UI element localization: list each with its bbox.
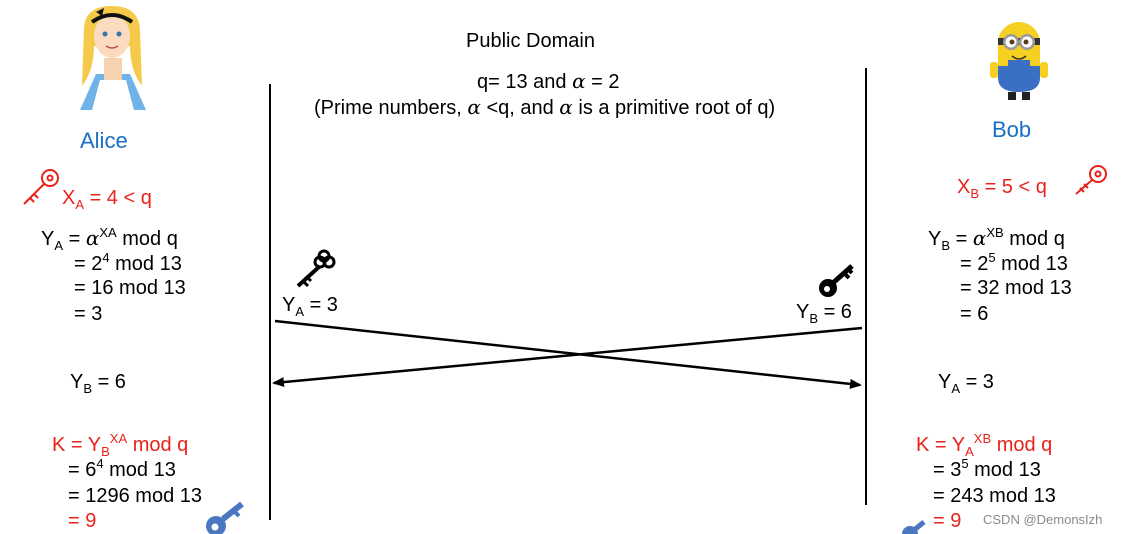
recv-var: Y — [70, 371, 84, 393]
ya-sup: XA — [99, 225, 117, 240]
note-part-2: <q, and — [480, 97, 560, 119]
xb-rest: = 5 < q — [979, 176, 1047, 198]
exchange-ya-label: YA = 3 — [282, 293, 338, 319]
k-sub: A — [965, 444, 974, 459]
xb-sub: B — [970, 186, 980, 201]
bob-label: Bob — [992, 117, 1032, 142]
bob-yb-step2: = 32 mod 13 — [960, 277, 1072, 299]
minion-avatar — [990, 22, 1048, 100]
yb-sub: B — [941, 238, 951, 253]
yb-sup: XB — [986, 225, 1004, 240]
alice-k-result: = 9 — [68, 510, 97, 532]
alpha-symbol: α — [85, 226, 100, 250]
alice-label: Alice — [80, 128, 128, 153]
step-sup: 4 — [96, 456, 104, 471]
bob-received-ya: YA = 3 — [938, 370, 994, 396]
step-sup: 5 — [961, 456, 969, 471]
alice-shared-key-formula: K = YBXA mod q — [52, 431, 189, 459]
watermark: CSDN @DemonsIzh — [983, 512, 1103, 527]
bob-k-step1: = 35 mod 13 — [933, 456, 1041, 482]
alice-ya-step2: = 16 mod 13 — [74, 277, 186, 299]
ya-rest: mod q — [116, 228, 178, 250]
step-pre: = 2 — [74, 253, 103, 275]
bob-public-key-formula: YB = αXB mod q — [928, 225, 1065, 253]
alice-public-key-formula: YA = αXA mod q — [41, 225, 178, 253]
ya-eq: = — [63, 228, 86, 250]
alice-received-yb: YB = 6 — [70, 370, 126, 396]
bob-k-result: = 9 — [933, 510, 962, 532]
ex-sub: A — [295, 304, 305, 319]
ya-var: Y — [41, 228, 55, 250]
xa-sub: A — [75, 197, 85, 212]
arrow-alice-to-bob — [274, 319, 862, 389]
note-part-3: is a primitive root of q) — [572, 97, 776, 119]
blue-key-icon-bob — [902, 520, 926, 534]
recv-rest: = 3 — [960, 371, 994, 393]
alice-k-step1: = 64 mod 13 — [68, 456, 176, 482]
recv-sub: A — [951, 381, 961, 396]
ex-var: Y — [282, 294, 296, 316]
k-rest: mod q — [991, 434, 1053, 456]
step-pre: = 6 — [68, 459, 97, 481]
black-key-icon-alice — [296, 249, 336, 288]
step-sup: 4 — [102, 250, 110, 265]
ex-sub: B — [809, 311, 819, 326]
alice-ya-step3: = 3 — [74, 303, 103, 325]
yb-var: Y — [928, 228, 942, 250]
k-sub: B — [101, 444, 110, 459]
alice-k-step2: = 1296 mod 13 — [68, 485, 202, 507]
bob-private-key: XB = 5 < q — [957, 175, 1047, 201]
step-pre: = 2 — [960, 253, 989, 275]
xb-var: X — [957, 176, 971, 198]
red-key-icon-bob — [1075, 165, 1107, 195]
k-pre: K = Y — [52, 434, 102, 456]
public-note: (Prime numbers, α <q, and α is a primiti… — [314, 95, 775, 120]
step-post: mod 13 — [995, 253, 1068, 275]
step-pre: = 3 — [933, 459, 962, 481]
ya-sub: A — [54, 238, 64, 253]
black-key-icon-bob — [819, 264, 854, 297]
alice-private-key: XA = 4 < q — [62, 186, 152, 212]
ex-var: Y — [796, 301, 810, 323]
alpha-symbol: α — [972, 226, 987, 250]
xa-rest: = 4 < q — [84, 187, 152, 209]
public-domain-title: Public Domain — [466, 30, 595, 52]
recv-sub: B — [83, 381, 93, 396]
step-post: mod 13 — [109, 253, 182, 275]
xa-var: X — [62, 187, 76, 209]
yb-rest: mod q — [1003, 228, 1065, 250]
alpha-value-text: = 2 — [585, 71, 620, 93]
alpha-symbol: α — [467, 95, 481, 119]
note-part-1: (Prime numbers, — [314, 97, 468, 119]
ex-rest: = 3 — [304, 294, 338, 316]
k-pre: K = Y — [916, 434, 966, 456]
step-post: mod 13 — [968, 459, 1041, 481]
k-rest: mod q — [127, 434, 189, 456]
alice-ya-step1: = 24 mod 13 — [74, 250, 182, 276]
arrow-bob-to-alice — [272, 326, 863, 388]
bob-yb-step3: = 6 — [960, 303, 989, 325]
recv-rest: = 6 — [92, 371, 126, 393]
q-value-text: q= 13 and — [477, 71, 573, 93]
exchange-yb-label: YB = 6 — [796, 300, 852, 326]
k-sup: XA — [109, 431, 128, 446]
k-sup: XB — [973, 431, 992, 446]
red-key-icon-alice — [23, 169, 59, 205]
blue-key-icon-alice — [206, 501, 244, 534]
yb-eq: = — [950, 228, 973, 250]
public-params: q= 13 and α = 2 — [477, 69, 620, 94]
alpha-symbol: α — [559, 95, 573, 119]
ex-rest: = 6 — [818, 301, 852, 323]
step-post: mod 13 — [103, 459, 176, 481]
bob-yb-step1: = 25 mod 13 — [960, 250, 1068, 276]
recv-var: Y — [938, 371, 952, 393]
step-sup: 5 — [988, 250, 996, 265]
alpha-symbol: α — [572, 69, 586, 93]
bob-k-step2: = 243 mod 13 — [933, 485, 1056, 507]
bob-shared-key-formula: K = YAXB mod q — [916, 431, 1053, 459]
alice-avatar — [80, 6, 146, 110]
